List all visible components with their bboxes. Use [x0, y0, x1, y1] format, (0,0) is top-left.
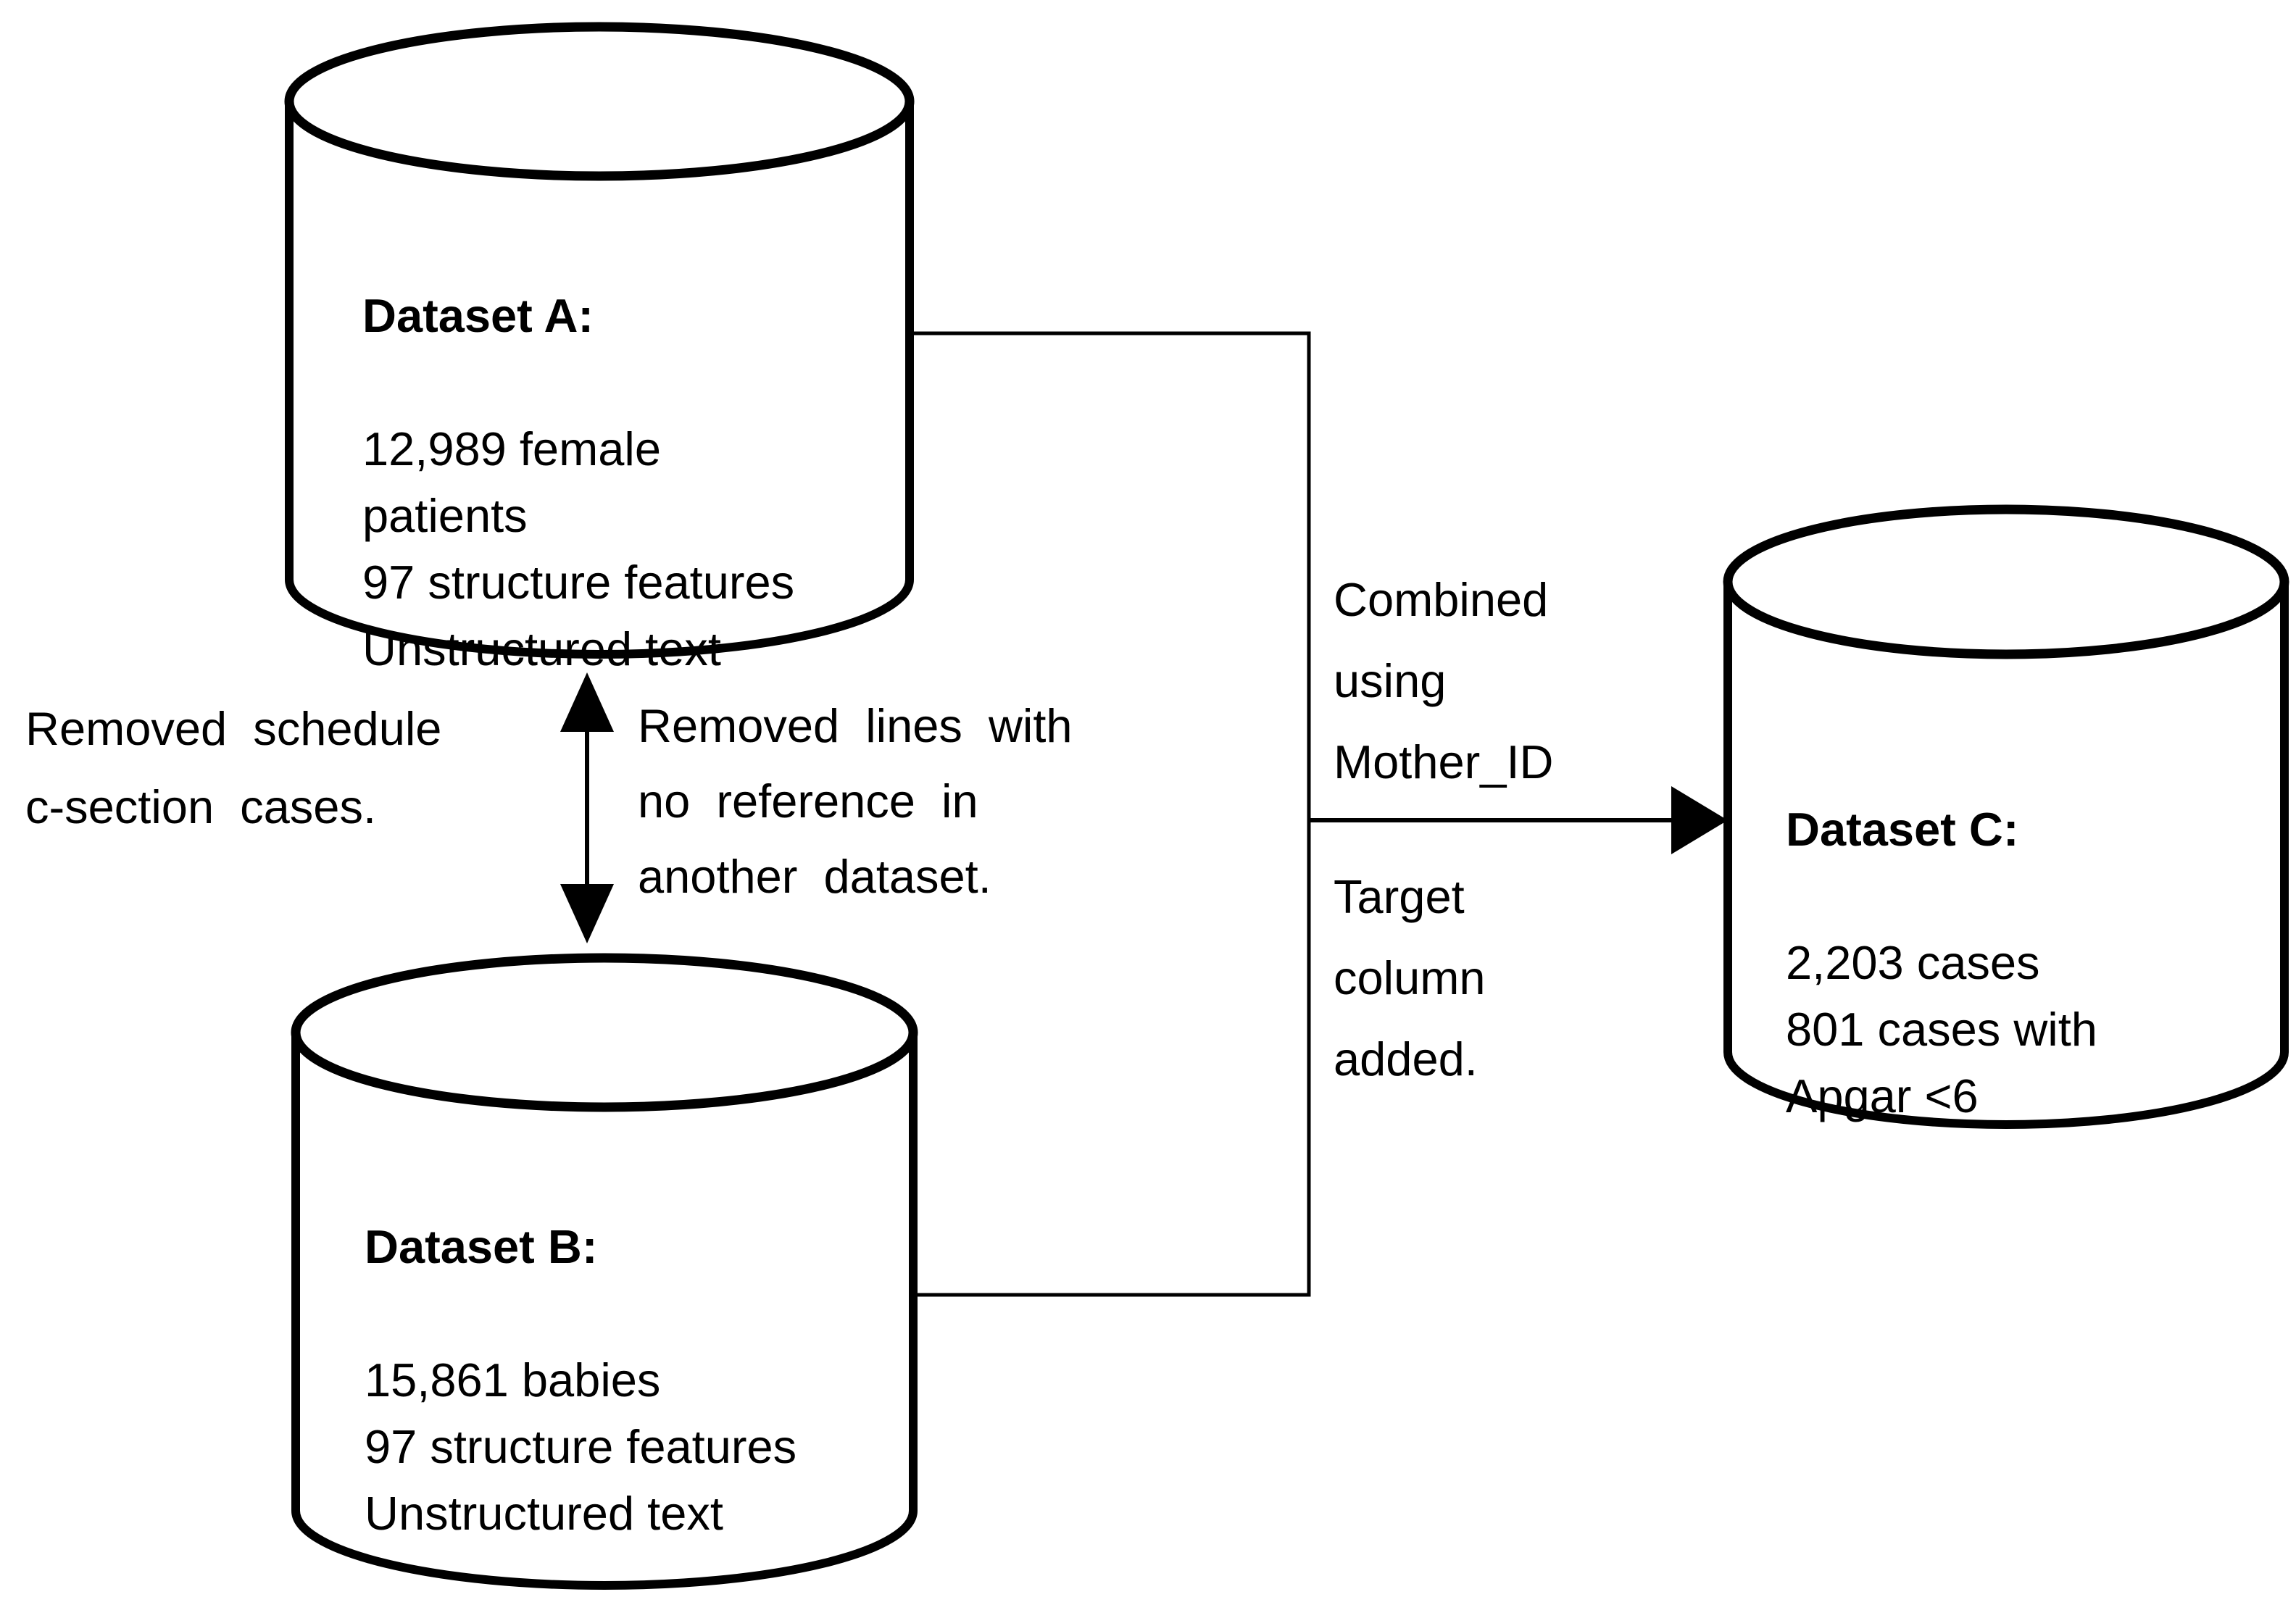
dataset-b-cylinder-top [291, 953, 918, 1112]
removed-schedule-label: Removed schedule c-section cases. [25, 702, 442, 833]
dataset-a-cylinder-body [285, 101, 914, 659]
exchange-arrow-head-down [560, 884, 614, 943]
dataset-b-details: 15,861 babies 97 structure features Unst… [365, 1354, 797, 1540]
dataset-c-cylinder-top [1723, 504, 2289, 659]
dataset-b-title: Dataset B: [365, 1220, 598, 1273]
exchange-arrow [560, 672, 614, 943]
dataset-a-cylinder [284, 22, 915, 659]
dataset-c-cylinder-body [1723, 582, 2289, 1129]
combined-label: Combined using Mother_ID [1334, 573, 1554, 788]
dataset-c-label: Dataset C: 2,203 cases 801 cases with Ap… [1786, 730, 2097, 1196]
dataset-c-details: 2,203 cases 801 cases with Apgar <6 [1786, 936, 2097, 1122]
exchange-arrow-head-up [560, 672, 614, 732]
dataset-a-title: Dataset A: [362, 289, 594, 342]
dataset-a-details: 12,989 female patients 97 structure feat… [362, 422, 795, 675]
dataset-b-cylinder [291, 953, 918, 1590]
dataset-b-label: Dataset B: 15,861 babies 97 structure fe… [365, 1147, 796, 1597]
connector-line [910, 331, 1311, 1297]
merge-arrow-head [1671, 786, 1728, 854]
dataset-c-cylinder [1723, 504, 2289, 1129]
target-label: Target column added. [1334, 870, 1486, 1085]
removed-lines-label: Removed lines with no reference in anoth… [638, 699, 1073, 903]
dataset-c-title: Dataset C: [1786, 803, 2019, 856]
merge-arrow [1309, 786, 1728, 854]
dataset-b-cylinder-body [291, 1033, 918, 1590]
dataset-a-cylinder-top [284, 22, 915, 181]
dataset-a-label: Dataset A: 12,989 female patients 97 str… [362, 216, 794, 749]
